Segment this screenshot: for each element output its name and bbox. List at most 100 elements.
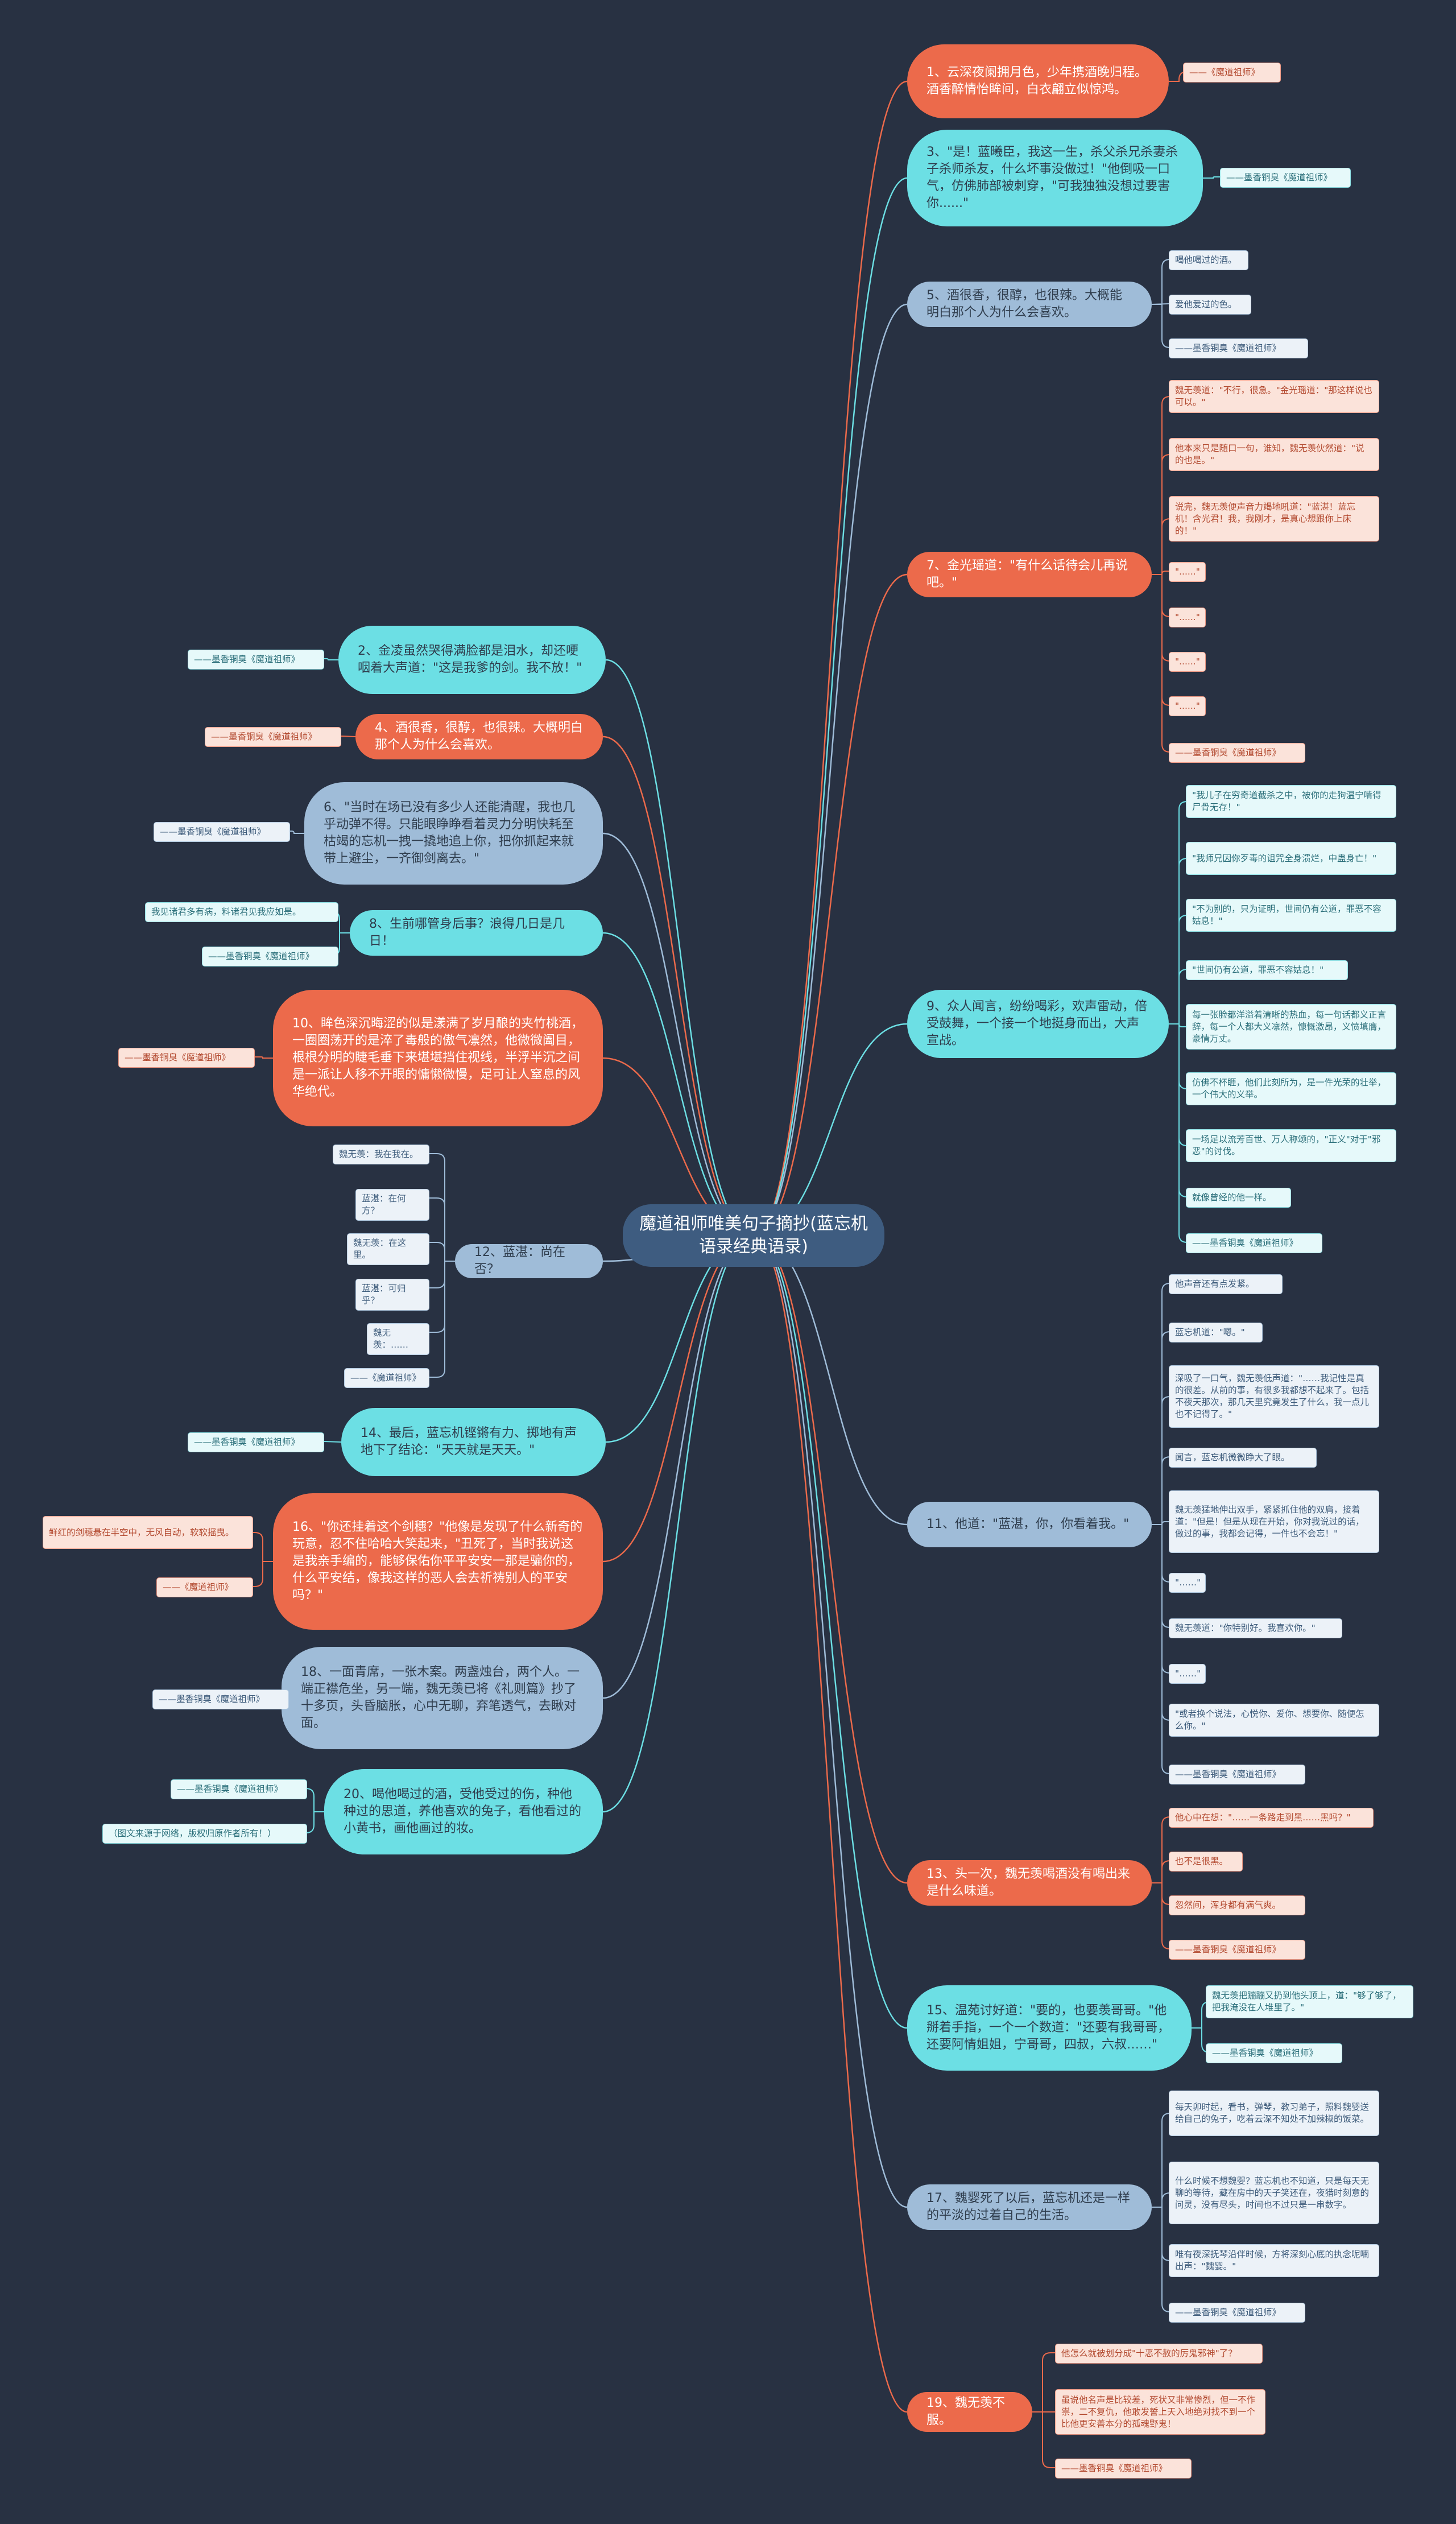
branch-topic: 10、眸色深沉晦涩的似是漾满了岁月酿的夹竹桃酒，一圈圈荡开的是淬了毒般的傲气凛然… bbox=[273, 990, 603, 1126]
leaf-note: 喝他喝过的酒。 bbox=[1169, 250, 1248, 270]
leaf-note: 每一张脸都洋溢着清晰的热血，每一句话都义正言辞，每一个人都大义凛然，慷慨激昂，义… bbox=[1186, 1004, 1396, 1050]
leaf-note: ——墨香铜臭《魔道祖师》 bbox=[1169, 743, 1305, 763]
connector-line bbox=[1203, 176, 1220, 179]
branch-topic-label: 2、金凌虽然哭得满脸都是泪水，却还哽咽着大声道："这是我爹的剑。我不放！" bbox=[358, 644, 582, 675]
branch-topic: 16、"你还挂着这个剑穗？"他像是发现了什么新奇的玩意，忍不住哈哈大笑起来，"丑… bbox=[273, 1493, 603, 1630]
branch-topic-label: 14、最后，蓝忘机铿锵有力、掷地有声地下了结论："天天就是天天。" bbox=[361, 1426, 577, 1457]
leaf-note-label: 魏无羡道："你特别好。我喜欢你。" bbox=[1175, 1623, 1316, 1633]
branch-topic: 1、云深夜阑拥月色，少年携酒晚归程。酒香醉情怡眸间，白衣翩立似惊鸿。 bbox=[907, 44, 1169, 118]
leaf-note-label: ——《魔道祖师》 bbox=[163, 1582, 234, 1592]
branch-topic-label: 3、"是！蓝曦臣，我这一生，杀父杀兄杀妻杀子杀师杀友，什么坏事没做过！"他倒吸一… bbox=[926, 145, 1178, 210]
leaf-note-label: ——墨香铜臭《魔道祖师》 bbox=[1212, 2048, 1318, 2058]
leaf-note: 就像曾经的他一样。 bbox=[1186, 1188, 1291, 1208]
leaf-note-label: 就像曾经的他一样。 bbox=[1192, 1192, 1272, 1203]
branch-topic: 13、头一次，魏无羡喝酒没有喝出来是什么味道。 bbox=[907, 1860, 1152, 1906]
leaf-note: "......" bbox=[1169, 652, 1206, 672]
leaf-note: ——墨香铜臭《魔道祖师》 bbox=[1169, 2303, 1305, 2323]
leaf-note-label: 魏无羡：在这里。 bbox=[353, 1238, 407, 1260]
connector-line bbox=[305, 1788, 324, 1812]
branch-topic: 12、蓝湛：尚在否？ bbox=[455, 1244, 603, 1278]
leaf-note-label: ——墨香铜臭《魔道祖师》 bbox=[1175, 343, 1281, 353]
leaf-note: 魏无羡：我在我在。 bbox=[333, 1145, 429, 1164]
branch-topic-label: 9、众人闻言，纷纷喝彩，欢声雷动，倍受鼓舞，一个接一个地挺身而出，大声宣战。 bbox=[926, 999, 1147, 1048]
connector-line bbox=[1152, 1524, 1170, 1674]
branch-topic: 5、酒很香，很醇，也很辣。大概能明白那个人为什么会喜欢。 bbox=[907, 282, 1152, 327]
leaf-note: （图文来源于网络，版权归原作者所有！） bbox=[102, 1824, 307, 1844]
connector-line bbox=[429, 1261, 455, 1378]
leaf-note-label: ——墨香铜臭《魔道祖师》 bbox=[194, 654, 300, 664]
leaf-note: 魏无羡：…… bbox=[367, 1323, 429, 1355]
leaf-note-label: 他怎么就被划分成"十恶不赦的厉鬼邪神"了？ bbox=[1061, 2348, 1237, 2358]
connector-line bbox=[429, 1197, 455, 1262]
connector-line bbox=[429, 1153, 455, 1262]
leaf-note-label: 蓝湛：可归乎？ bbox=[362, 1283, 406, 1306]
connector-line bbox=[1152, 518, 1170, 575]
leaf-note-label: 他本来只是随口一句，谁知，魏无羡伙然道："说的也是。" bbox=[1175, 443, 1364, 465]
connector-line bbox=[1169, 1023, 1188, 1089]
leaf-note: "我师兄因你歹毒的诅咒全身溃烂，中蛊身亡！" bbox=[1186, 842, 1396, 875]
leaf-note: 他本来只是随口一句，谁知，魏无羡伙然道："说的也是。" bbox=[1169, 438, 1379, 471]
branch-topic-label: 1、云深夜阑拥月色，少年携酒晚归程。酒香醉情怡眸间，白衣翩立似惊鸿。 bbox=[926, 65, 1147, 97]
connector-line bbox=[1152, 2192, 1170, 2208]
connector-line bbox=[602, 1234, 754, 1699]
connector-line bbox=[753, 573, 908, 1237]
branch-topic: 6、"当时在场已没有多少人还能清醒，我也几乎动弹不得。只能眼睁睁看着灵力分明快耗… bbox=[304, 782, 603, 885]
leaf-note-label: ——墨香铜臭《魔道祖师》 bbox=[159, 1694, 265, 1704]
leaf-note-label: 蓝湛：在何方？ bbox=[362, 1193, 406, 1216]
leaf-note-label: ——墨香铜臭《魔道祖师》 bbox=[1175, 1769, 1281, 1779]
connector-line bbox=[753, 1234, 908, 2208]
leaf-note-label: 鲜红的剑穗悬在半空中，无风自动，软软摇曳。 bbox=[49, 1527, 234, 1538]
branch-topic: 7、金光瑶道："有什么话待会儿再说吧。" bbox=[907, 552, 1152, 597]
connector-line bbox=[1152, 1456, 1170, 1525]
leaf-note: 蓝湛：可归乎？ bbox=[355, 1279, 429, 1311]
leaf-note: ——墨香铜臭《魔道祖师》 bbox=[118, 1048, 255, 1068]
connector-line bbox=[253, 1561, 273, 1587]
branch-topic: 4、酒很香，很醇，也很辣。大概明白那个人为什么会喜欢。 bbox=[355, 714, 603, 759]
leaf-note: "世间仍有公道，罪恶不容姑息！" bbox=[1186, 960, 1348, 980]
leaf-note-label: ——墨香铜臭《魔道祖师》 bbox=[194, 1437, 300, 1447]
branch-topic-label: 13、头一次，魏无羡喝酒没有喝出来是什么味道。 bbox=[926, 1867, 1130, 1898]
leaf-note: 蓝湛：在何方？ bbox=[355, 1189, 429, 1221]
leaf-note-label: 魏无羡把蹦蹦又扔到他头顶上，道："够了够了，把我淹没在人堆里了。" bbox=[1212, 1990, 1401, 2013]
leaf-note: "……" bbox=[1169, 1664, 1206, 1684]
leaf-note-label: 我见诸君多有病，料诸君见我应如是。 bbox=[151, 907, 301, 917]
branch-topic: 14、最后，蓝忘机铿锵有力、掷地有声地下了结论："天天就是天天。" bbox=[341, 1408, 606, 1476]
leaf-note: 什么时候不想魏婴？蓝忘机也不知道，只是每天无聊的等待，藏在房中的天子笑还在，夜猎… bbox=[1169, 2162, 1379, 2224]
leaf-note: "……" bbox=[1169, 1573, 1206, 1593]
leaf-note-label: 喝他喝过的酒。 bbox=[1175, 255, 1237, 265]
branch-topic-label: 12、蓝湛：尚在否？ bbox=[474, 1245, 565, 1277]
leaf-note-label: "或者换个说法，心悦你、爱你、想要你、随便怎么你。" bbox=[1175, 1709, 1364, 1731]
connector-line bbox=[1152, 1283, 1170, 1525]
leaf-note: "......" bbox=[1169, 696, 1206, 716]
connector-line bbox=[1152, 1882, 1170, 1905]
leaf-note: 他声音还有点发紧。 bbox=[1169, 1274, 1283, 1294]
connector-line bbox=[305, 1811, 324, 1833]
leaf-note-label: "……" bbox=[1175, 1668, 1201, 1679]
connector-line bbox=[429, 1242, 455, 1262]
connector-line bbox=[1152, 1396, 1170, 1525]
connector-line bbox=[1152, 574, 1170, 706]
connector-line bbox=[1032, 2352, 1055, 2413]
branch-topic-label: 16、"你还挂着这个剑穗？"他像是发现了什么新奇的玩意，忍不住哈哈大笑起来，"丑… bbox=[292, 1520, 583, 1602]
connector-line bbox=[753, 1234, 908, 2029]
leaf-note-label: ——墨香铜臭《魔道祖师》 bbox=[1175, 2307, 1281, 2318]
connector-line bbox=[1169, 1023, 1188, 1197]
leaf-note-label: 忽然间，浑身都有满气爽。 bbox=[1175, 1900, 1281, 1910]
leaf-note-label: ——墨香铜臭《魔道祖师》 bbox=[1175, 1944, 1281, 1955]
leaf-note: 仿佛不杯睚，他们此刻所为，是一件光荣的壮举，一个伟大的义举。 bbox=[1186, 1072, 1396, 1105]
leaf-note: ——墨香铜臭《魔道祖师》 bbox=[202, 947, 338, 966]
leaf-note: ——墨香铜臭《魔道祖师》 bbox=[171, 1779, 307, 1799]
leaf-note: ——《魔道祖师》 bbox=[1183, 63, 1281, 82]
leaf-note: ——墨香铜臭《魔道祖师》 bbox=[1220, 168, 1351, 188]
leaf-note-label: 蓝忘机道："嗯。" bbox=[1175, 1327, 1245, 1337]
leaf-note: 爱他爱过的色。 bbox=[1169, 295, 1251, 315]
leaf-note-label: 他声音还有点发紧。 bbox=[1175, 1279, 1255, 1289]
connector-line bbox=[1152, 1860, 1170, 1883]
connector-line bbox=[1152, 1524, 1170, 1774]
leaf-note-label: 他心中在想："……一条路走到黑……黑吗？" bbox=[1175, 1812, 1351, 1823]
leaf-note-label: ——墨香铜臭《魔道祖师》 bbox=[1175, 747, 1281, 758]
connector-line bbox=[753, 177, 908, 1237]
leaf-note: ——墨香铜臭《魔道祖师》 bbox=[1206, 2043, 1342, 2063]
connector-line bbox=[429, 1261, 455, 1333]
branch-topic-label: 5、酒很香，很醇，也很辣。大概能明白那个人为什么会喜欢。 bbox=[926, 288, 1122, 320]
